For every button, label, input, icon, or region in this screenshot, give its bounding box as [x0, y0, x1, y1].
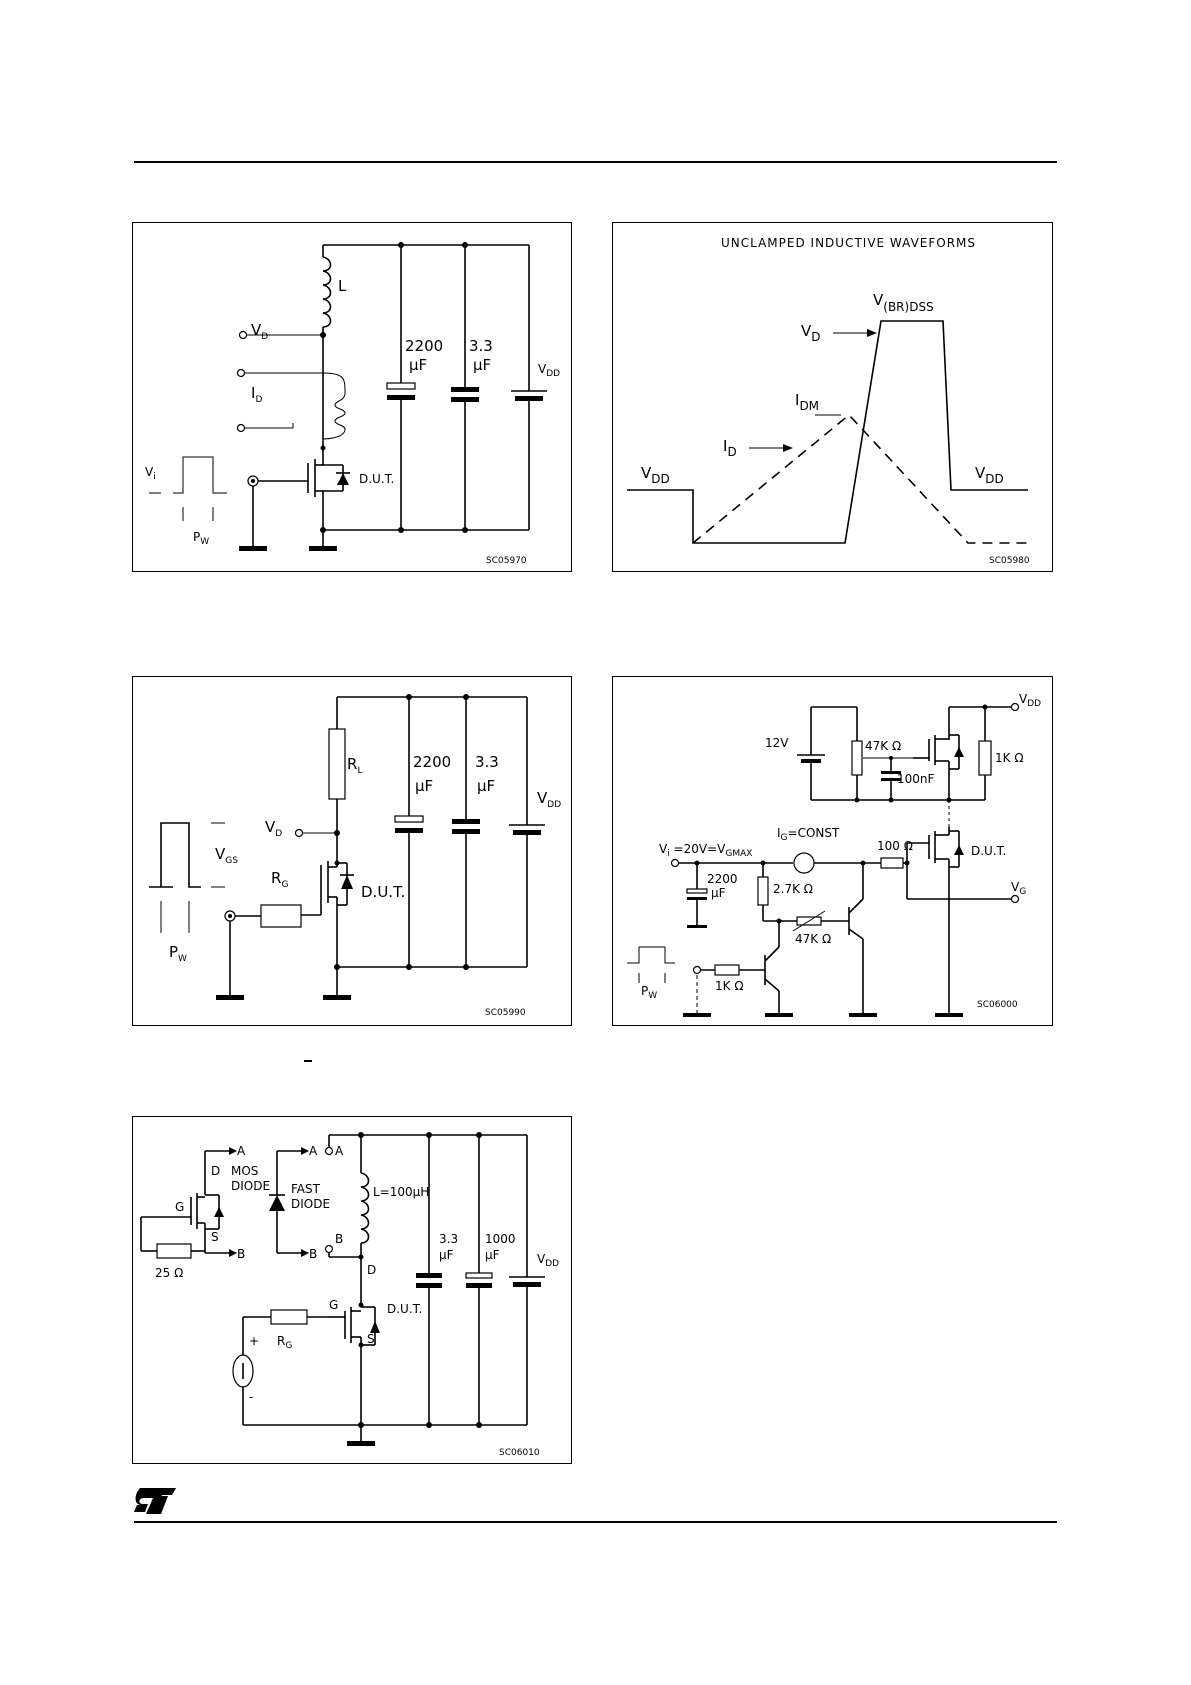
fig5-code: SC06010 [499, 1448, 540, 1458]
fig5-diode-recovery-test-circuit: A D MOS DIODE G S B 25 Ω A A FAST DIODE … [132, 1116, 572, 1464]
fig4-schematic: 12V 47K Ω 100nF 1K Ω VDD Vi =20V=VGMAX I… [627, 692, 1041, 1017]
fig1-code: SC05970 [486, 556, 527, 566]
fig2-label-idm: IDM [795, 391, 819, 413]
fig4-label-100r: 100 Ω [877, 839, 913, 853]
header-rule [134, 161, 1057, 163]
fig3-label-vd: VD [265, 818, 282, 839]
fig5-label-fast: FAST [291, 1182, 321, 1196]
fig5-label-b3: B [335, 1232, 343, 1246]
fig4-label-vdd: VDD [1019, 692, 1041, 709]
fig5-label-vdd: VDD [537, 1252, 559, 1269]
fig4-label-vg: VG [1011, 880, 1026, 897]
fig5-label-a3: A [335, 1144, 344, 1158]
fig3-code: SC05990 [485, 1008, 526, 1018]
fig3-label-rg: RG [271, 869, 288, 890]
fig1-schematic: L VD ID 2200 μF 3.3 μF VDD Vi PW D.U.T. … [145, 242, 560, 566]
fig5-label-minus: - [249, 1390, 253, 1404]
fig3-switching-test-circuit: RL VD RG VGS PW 2200 μF 3.3 μF VDD D.U.T… [132, 676, 572, 1026]
fig1-label-l: L [338, 277, 347, 295]
fig4-label-100nf: 100nF [897, 772, 935, 786]
fig4-label-47k-bottom: 47K Ω [795, 932, 831, 946]
fig3-cap1-value: 2200 [413, 753, 451, 771]
fig3-cap2-value: 3.3 [475, 753, 499, 771]
fig4-label-vi: Vi =20V=VGMAX [659, 842, 752, 859]
fig5-label-fast-diode: DIODE [291, 1197, 330, 1211]
stray-mark [304, 1060, 312, 1062]
fig4-label-47k-top: 47K Ω [865, 739, 901, 753]
fig5-cap1-unit: μF [439, 1248, 454, 1262]
fig4-label-pw: PW [641, 984, 657, 1001]
fig2-title: UNCLAMPED INDUCTIVE WAVEFORMS [721, 236, 976, 250]
fig5-cap2-unit: μF [485, 1248, 500, 1262]
fig5-label-s2: S [367, 1332, 375, 1346]
st-logo-icon [134, 1488, 176, 1514]
fig4-label-1k-bottom: 1K Ω [715, 979, 744, 993]
fig5-label-rg: RG [277, 1334, 292, 1351]
fig3-label-vdd: VDD [537, 789, 561, 810]
fig4-cap-value: 2200 [707, 872, 738, 886]
fig3-label-dut: D.U.T. [361, 883, 405, 901]
fig4-cap-unit: μF [711, 886, 726, 900]
fig5-cap2-value: 1000 [485, 1232, 516, 1246]
fig4-label-2-7k: 2.7K Ω [773, 882, 813, 896]
fig5-schematic: A D MOS DIODE G S B 25 Ω A A FAST DIODE … [140, 1132, 559, 1458]
fig3-label-pw: PW [169, 943, 187, 964]
fig2-unclamped-waveforms: UNCLAMPED INDUCTIVE WAVEFORMS V(BR)DSS V… [612, 222, 1053, 572]
fig2-label-vdd-left: VDD [641, 464, 670, 486]
fig5-label-plus: + [249, 1334, 259, 1348]
fig2-waveforms: UNCLAMPED INDUCTIVE WAVEFORMS V(BR)DSS V… [627, 236, 1030, 566]
fig4-label-dut: D.U.T. [971, 844, 1006, 858]
fig3-cap2-unit: μF [477, 777, 495, 795]
fig5-label-d: D [211, 1164, 220, 1178]
fig1-cap2-unit: μF [473, 356, 491, 374]
fig3-schematic: RL VD RG VGS PW 2200 μF 3.3 μF VDD D.U.T… [149, 694, 561, 1018]
fig2-label-id: ID [723, 437, 737, 459]
fig5-label-a1: A [237, 1144, 246, 1158]
fig1-label-vi: Vi [145, 465, 156, 482]
fig5-label-25r: 25 Ω [155, 1266, 183, 1280]
fig5-label-d2: D [367, 1263, 376, 1277]
fig3-label-vgs: VGS [215, 845, 238, 866]
fig5-label-s: S [211, 1230, 219, 1244]
fig3-cap1-unit: μF [415, 777, 433, 795]
fig5-label-mos: MOS [231, 1164, 258, 1178]
fig2-label-vdd-right: VDD [975, 464, 1004, 486]
fig4-gate-charge-test-circuit: 12V 47K Ω 100nF 1K Ω VDD Vi =20V=VGMAX I… [612, 676, 1053, 1026]
fig4-code: SC06000 [977, 1000, 1018, 1010]
fig5-label-g: G [175, 1200, 184, 1214]
footer-rule [134, 1521, 1057, 1523]
fig1-label-vd: VD [251, 321, 268, 342]
fig1-cap2-value: 3.3 [469, 337, 493, 355]
fig3-label-rl: RL [347, 755, 362, 776]
fig2-label-vd: VD [801, 322, 821, 344]
fig1-unclamped-test-circuit: L VD ID 2200 μF 3.3 μF VDD Vi PW D.U.T. … [132, 222, 572, 572]
fig5-label-dut: D.U.T. [387, 1302, 422, 1316]
fig1-label-dut: D.U.T. [359, 472, 394, 486]
fig5-label-g2: G [329, 1298, 338, 1312]
fig1-label-vdd: VDD [538, 362, 560, 379]
fig4-label-12v: 12V [765, 736, 789, 750]
fig5-label-b2: B [309, 1247, 317, 1261]
fig1-cap1-value: 2200 [405, 337, 443, 355]
fig2-label-vbr-dss: V(BR)DSS [873, 291, 934, 314]
fig1-cap1-unit: μF [409, 356, 427, 374]
fig1-label-pw: PW [193, 530, 209, 547]
fig5-label-mos-diode: DIODE [231, 1179, 270, 1193]
fig4-label-1k-right: 1K Ω [995, 751, 1024, 765]
fig5-cap1-value: 3.3 [439, 1232, 458, 1246]
fig5-label-b1: B [237, 1247, 245, 1261]
fig1-label-id: ID [251, 384, 262, 405]
fig5-label-a2: A [309, 1144, 318, 1158]
fig4-label-ig: IG=CONST [777, 826, 840, 843]
fig5-label-inductor: L=100μH [373, 1185, 429, 1199]
fig2-code: SC05980 [989, 556, 1030, 566]
